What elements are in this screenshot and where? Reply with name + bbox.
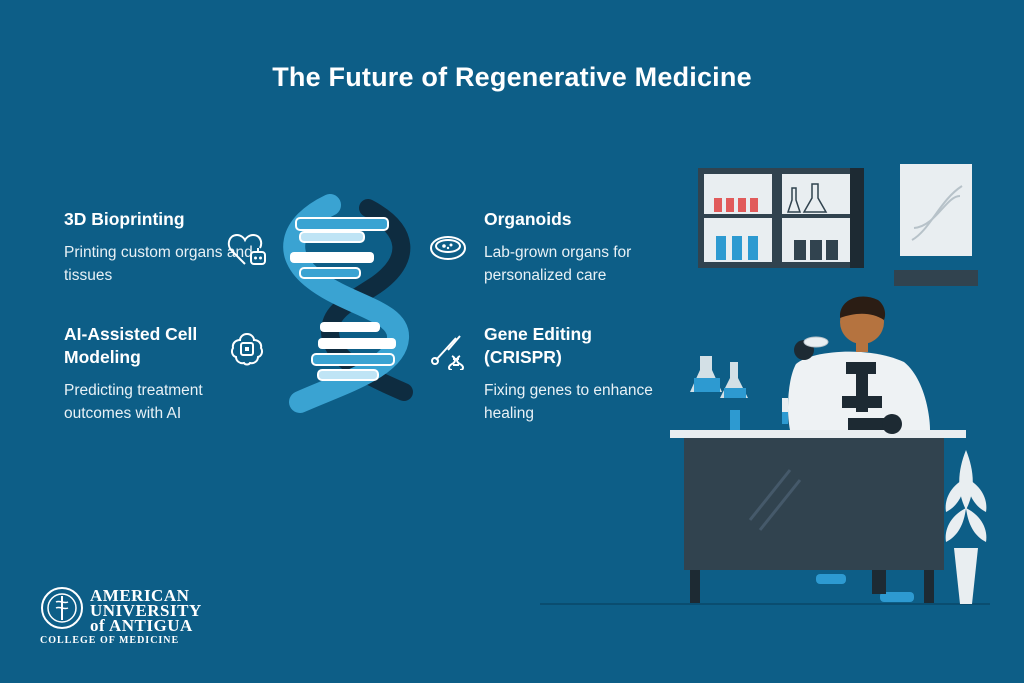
logo-line-2: UNIVERSITY (90, 601, 202, 620)
university-seal-icon (41, 587, 83, 629)
petri-dish-icon (430, 236, 466, 260)
feature-organoids: Organoids Lab-grown organs for personali… (484, 208, 694, 287)
page-title: The Future of Regenerative Medicine (272, 62, 752, 92)
logo-line-1: AMERICAN (90, 586, 190, 605)
feature-description: Printing custom organs and tissues (64, 244, 253, 284)
scissors-dna-icon (431, 335, 464, 370)
ai-chip-icon (231, 332, 263, 366)
feature-description: Lab-grown organs for personalized care (484, 244, 632, 284)
logo-line-4: COLLEGE OF MEDICINE (40, 635, 180, 646)
feature-3d-bioprinting: 3D Bioprinting Printing custom organs an… (64, 208, 254, 287)
feature-description: Fixing genes to enhance healing (484, 382, 653, 422)
heart-robot-icon (227, 233, 266, 265)
feature-title: AI-Assisted Cell Modeling (64, 324, 198, 367)
feature-title: Gene Editing (CRISPR) (484, 324, 592, 367)
feature-gene-editing: Gene Editing (CRISPR) Fixing genes to en… (484, 323, 674, 425)
feature-description: Predicting treatment outcomes with AI (64, 382, 203, 422)
feature-title: 3D Bioprinting (64, 209, 185, 229)
feature-title: Organoids (484, 209, 572, 229)
logo-line-3: of ANTIGUA (90, 616, 193, 635)
university-logo: AMERICAN UNIVERSITY of ANTIGUA COLLEGE O… (40, 586, 230, 646)
feature-ai-cell-modeling: AI-Assisted Cell Modeling Predicting tre… (64, 323, 254, 425)
